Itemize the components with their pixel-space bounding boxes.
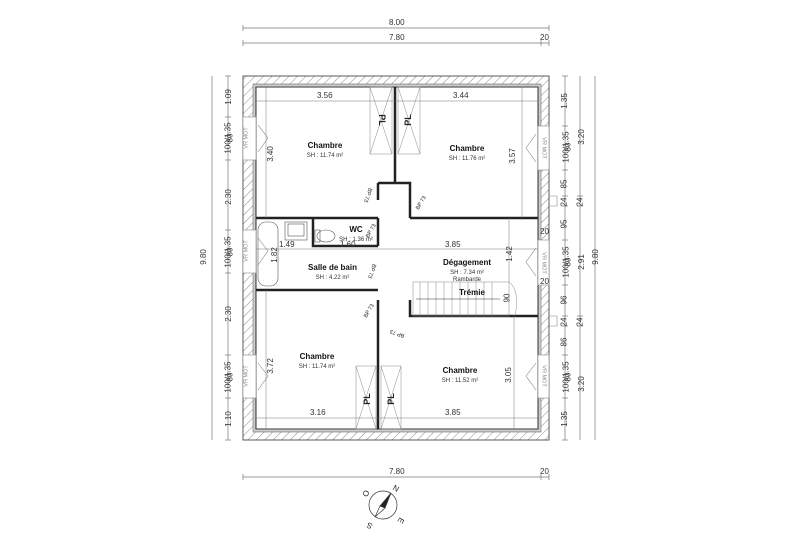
dim-left-seg: 80: [225, 133, 235, 143]
dim-interior: 1.82: [269, 247, 279, 263]
room-wc: WC SH : 1.36 m²: [339, 225, 373, 243]
dim-interior: 3.16: [310, 408, 326, 417]
dim-right-seg: 80: [563, 142, 573, 152]
dim-right-seg: 24: [559, 197, 569, 207]
dim-left-seg: 80: [225, 372, 235, 382]
dim-right-mid: 2.91: [576, 254, 586, 270]
room-chambre-top-right: Chambre SH : 11.76 m²: [448, 144, 486, 162]
room-chambre-bottom-left: Chambre SH : 11.74 m²: [298, 352, 336, 370]
dim-interior: 1.60: [340, 240, 356, 249]
staircase: [412, 281, 517, 317]
window-label: VR MOT: [243, 127, 250, 149]
dim-bottom-inner: 7.80: [389, 467, 405, 476]
dim-right-seg: 86: [559, 337, 569, 347]
bathroom-fixtures: [257, 221, 336, 287]
dim-interior: 3.72: [265, 358, 275, 374]
window-label: VR MOT: [243, 365, 250, 387]
closet-label: PL: [385, 393, 396, 405]
dim-interior: 3.57: [507, 148, 517, 164]
window-label: VR MOT: [540, 137, 547, 159]
dim-right-total: 9.80: [590, 249, 600, 265]
dim-wall-top: 20: [540, 33, 549, 42]
dim-total-width: 8.00: [389, 18, 405, 27]
dim-interior: 3.85: [445, 408, 461, 417]
dim-interior: 3.40: [265, 146, 275, 162]
dim-left-seg: 2.30: [223, 189, 233, 205]
dim-interior: 1.42: [504, 246, 514, 262]
dim-right-mid: 24: [575, 317, 585, 327]
dim-left-seg: 2.30: [223, 306, 233, 322]
dim-right-seg: 96: [559, 295, 569, 305]
dim-interior: 3.44: [453, 91, 469, 100]
dim-right-seg: 85: [559, 179, 569, 189]
dim-right-mid: 24: [575, 197, 585, 207]
dim-right-seg: 80: [563, 372, 573, 382]
room-tremie: Trémie: [459, 288, 485, 297]
compass-icon: [368, 490, 398, 520]
dim-interior: 1.49: [279, 240, 295, 249]
dim-left-seg: 1.10: [223, 411, 233, 427]
dim-right-seg: 1.35: [559, 411, 569, 427]
dim-wall-right: 20: [540, 227, 549, 236]
window-label: VR MOT: [540, 365, 547, 387]
dim-inner-width: 7.80: [389, 33, 405, 42]
dim-interior: 90: [502, 293, 512, 303]
closet-label: PL: [361, 393, 372, 405]
dim-interior: 3.56: [317, 91, 333, 100]
closet-label: PL: [402, 114, 413, 126]
window-label: VR MOT: [243, 240, 250, 262]
room-chambre-bottom-right: Chambre SH : 11.52 m²: [441, 366, 479, 384]
left-windows: [242, 116, 269, 399]
closets: [355, 86, 421, 430]
dim-interior: 3.85: [445, 240, 461, 249]
dim-right-seg: 80: [563, 257, 573, 267]
dim-left-seg: 80: [225, 247, 235, 257]
window-label: VR MOT: [540, 252, 547, 274]
top-dimension-lines: [211, 25, 596, 480]
dim-wall-right: 20: [540, 277, 549, 286]
right-windows: [525, 125, 558, 399]
interior-dimension-lines: [256, 87, 538, 429]
dim-right-seg: 1.35: [559, 93, 569, 109]
room-chambre-top-left: Chambre SH : 11.74 m²: [306, 141, 344, 159]
closet-label: PL: [376, 114, 387, 126]
dim-right-mid: 3.20: [576, 129, 586, 145]
dim-right-seg: 95: [559, 219, 569, 229]
dim-left-total: 9.80: [198, 249, 208, 265]
room-salle-de-bain: Salle de bain SH : 4.22 m²: [308, 263, 357, 281]
dim-right-mid: 3.20: [576, 376, 586, 392]
room-degagement: Dégagement SH : 7.34 m² Rambarde: [442, 258, 491, 283]
dim-bottom-wall: 20: [540, 467, 549, 476]
dim-interior: 3.05: [503, 367, 513, 383]
dim-right-seg: 24: [559, 317, 569, 327]
dim-left-seg: 1.09: [223, 89, 233, 105]
